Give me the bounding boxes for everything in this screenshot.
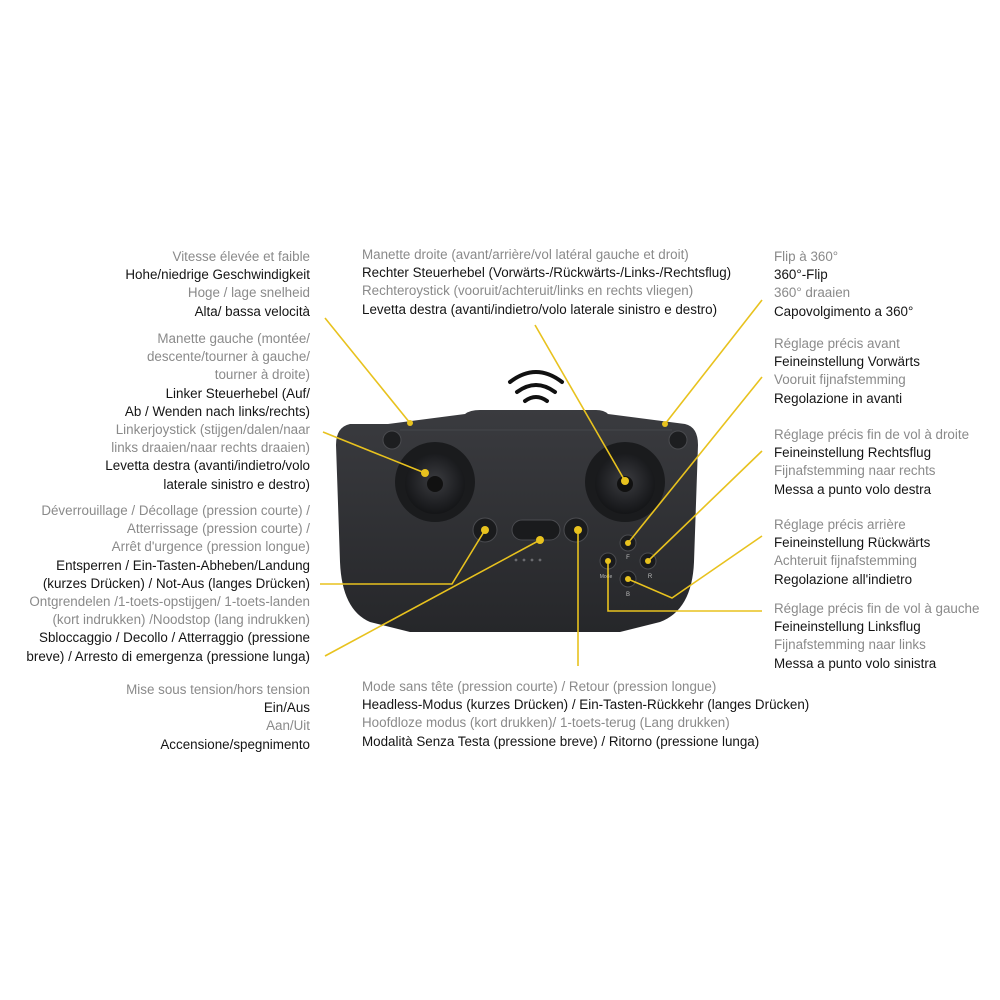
label-line: Réglage précis fin de vol à droite xyxy=(774,427,970,442)
label-line: Regolazione in avanti xyxy=(774,390,903,406)
label-flip: Flip à 360° 360°-Flip 360° draaien Capov… xyxy=(774,248,913,321)
label-headless: Mode sans tête (pression courte) / Retou… xyxy=(362,678,809,751)
label-power: Mise sous tension/hors tension Ein/Aus A… xyxy=(126,681,310,754)
trim-forward-mark: F xyxy=(626,555,630,561)
label-line: Headless-Modus (kurzes Drücken) / Ein-Ta… xyxy=(362,697,810,713)
label-line: Aan/Uit xyxy=(266,718,310,734)
label-line: (kurzes Drücken) / Not-Aus (langes Drück… xyxy=(42,575,310,591)
label-line: 360°-Flip xyxy=(774,267,828,283)
label-line: Manette droite (avant/arrière/vol latéra… xyxy=(362,247,689,262)
label-line: Réglage précis avant xyxy=(774,336,900,351)
label-speed: Vitesse élevée et faible Hohe/niedrige G… xyxy=(125,248,310,321)
label-line: descente/tourner à gauche/ xyxy=(146,349,310,365)
label-trim-right: Réglage précis fin de vol à droite Feine… xyxy=(774,426,969,499)
label-line: Rechter Steuerhebel (Vorwärts-/Rückwärts… xyxy=(362,265,732,281)
label-line: Linker Steuerhebel (Auf/ xyxy=(165,385,310,401)
label-line: Regolazione all'indietro xyxy=(774,571,913,587)
label-line: Messa a punto volo destra xyxy=(774,481,932,497)
label-line: Atterrissage (pression courte) / xyxy=(126,521,310,537)
label-line: Ein/Aus xyxy=(263,700,310,716)
label-line: Vitesse élevée et faible xyxy=(172,249,310,264)
label-unlock: Déverrouillage / Décollage (pression cou… xyxy=(26,502,310,666)
label-line: Réglage précis fin de vol à gauche xyxy=(774,601,980,616)
label-line: Ontgrendelen /1-toets-opstijgen/ 1-toets… xyxy=(29,594,310,610)
label-line: Sbloccaggio / Decollo / Atterraggio (pre… xyxy=(39,630,310,646)
label-line: laterale sinistro e destro) xyxy=(163,476,310,492)
label-line: Levetta destra (avanti/indietro/volo lat… xyxy=(362,301,718,317)
label-line: Feineinstellung Linksflug xyxy=(774,619,921,635)
wifi-icon xyxy=(508,370,564,403)
label-line: links draaien/naar rechts draaien) xyxy=(111,440,310,456)
label-line: Rechteroystick (vooruit/achteruit/links … xyxy=(362,283,694,299)
label-line: Messa a punto volo sinistra xyxy=(774,655,937,671)
label-line: (kort indrukken) /Noodstop (lang indrukk… xyxy=(52,612,310,628)
label-line: breve) / Arresto di emergenza (pressione… xyxy=(26,648,310,664)
label-right-stick: Manette droite (avant/arrière/vol latéra… xyxy=(362,246,731,319)
label-line: Vooruit fijnafstemming xyxy=(774,372,906,388)
power-switch[interactable] xyxy=(511,519,561,541)
trim-back-mark: B xyxy=(626,592,630,598)
label-line: Déverrouillage / Décollage (pression cou… xyxy=(41,503,310,518)
label-line: Hoge / lage snelheid xyxy=(187,285,310,301)
battery-indicator-dots xyxy=(514,558,542,562)
label-line: tourner à droite) xyxy=(214,367,310,383)
label-line: Feineinstellung Vorwärts xyxy=(774,354,920,370)
label-line: Alta/ bassa velocità xyxy=(194,303,310,319)
label-trim-back: Réglage précis arrière Feineinstellung R… xyxy=(774,516,930,589)
label-line: Mode sans tête (pression courte) / Retou… xyxy=(362,679,717,694)
label-line: Fijnafstemming naar links xyxy=(774,637,926,653)
label-left-stick: Manette gauche (montée/ descente/tourner… xyxy=(105,330,310,494)
label-line: Manette gauche (montée/ xyxy=(157,331,310,346)
leader-lines xyxy=(320,299,763,666)
label-line: Arrêt d'urgence (pression longue) xyxy=(111,539,310,555)
label-line: Ab / Wenden nach links/rechts) xyxy=(124,403,310,419)
label-line: Hoofdloze modus (kort drukken)/ 1-toets-… xyxy=(362,715,730,731)
label-trim-left: Réglage précis fin de vol à gauche Feine… xyxy=(774,600,979,673)
speed-button[interactable] xyxy=(382,430,402,450)
label-line: Mise sous tension/hors tension xyxy=(126,682,310,697)
flip-button[interactable] xyxy=(668,430,688,450)
label-line: Modalità Senza Testa (pressione breve) /… xyxy=(362,733,760,749)
label-line: Entsperren / Ein-Tasten-Abheben/Landung xyxy=(56,557,310,573)
label-line: Feineinstellung Rechtsflug xyxy=(774,445,932,461)
label-line: Accensione/spegnimento xyxy=(160,736,310,752)
label-line: 360° draaien xyxy=(774,285,851,301)
label-line: Linkerjoystick (stijgen/dalen/naar xyxy=(115,422,310,438)
remote-controller: F R B Mode xyxy=(336,410,698,632)
label-line: Achteruit fijnafstemming xyxy=(774,553,917,569)
label-line: Levetta destra (avanti/indietro/volo xyxy=(105,458,310,474)
label-trim-forward: Réglage précis avant Feineinstellung Vor… xyxy=(774,335,920,408)
trim-right-mark: R xyxy=(648,574,653,580)
label-line: Fijnafstemming naar rechts xyxy=(774,463,936,479)
label-line: Hohe/niedrige Geschwindigkeit xyxy=(125,267,310,283)
trim-left-mark: Mode xyxy=(600,574,613,580)
label-line: Flip à 360° xyxy=(774,249,839,264)
label-line: Capovolgimento a 360° xyxy=(774,303,914,319)
label-line: Feineinstellung Rückwärts xyxy=(774,535,931,551)
label-line: Réglage précis arrière xyxy=(774,517,906,532)
